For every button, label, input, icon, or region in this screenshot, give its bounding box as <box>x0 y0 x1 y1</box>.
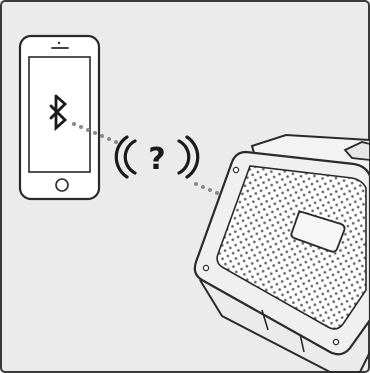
question-mark-icon: ? <box>148 142 165 177</box>
smartphone-icon <box>20 36 99 199</box>
